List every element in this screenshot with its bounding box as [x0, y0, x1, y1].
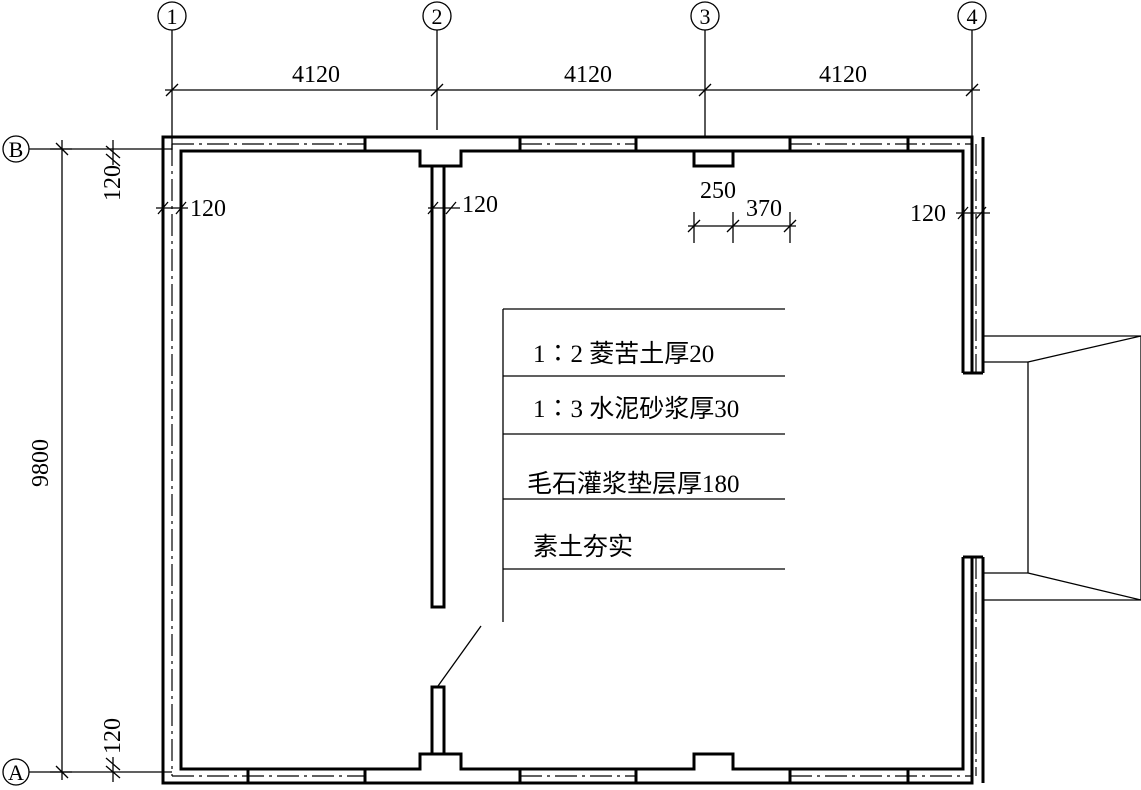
axis-marker-4: 4: [957, 1, 987, 150]
dim-bay-2-3: 4120: [564, 62, 612, 88]
axis-marker-3: 3: [690, 1, 720, 137]
entrance-ramp: [983, 335, 1141, 601]
wall-centre-lines: [171, 143, 977, 777]
dim-depth-total: 9800: [28, 439, 54, 487]
axis-marker-2: 2: [422, 1, 452, 130]
dim-wall-axis4: 120: [910, 201, 946, 227]
axis-label-1: 1: [167, 4, 178, 29]
axis-marker-B: B: [2, 135, 172, 163]
axis-label-4: 4: [967, 4, 978, 29]
top-dimension-chain: 4120 4120 4120: [165, 62, 980, 97]
dim-wall-bottom-offset: 120: [100, 718, 126, 754]
dim-wall-top-offset: 120: [100, 165, 126, 201]
axis-label-3: 3: [700, 4, 711, 29]
floor-layer-3: 毛石灌浆垫层厚180: [527, 470, 740, 498]
dim-pilaster-width: 250: [700, 178, 736, 204]
axis-marker-1: 1: [157, 1, 187, 150]
exterior-walls: [161, 135, 985, 785]
window-openings: [246, 137, 910, 783]
dim-bay-1-2: 4120: [292, 62, 340, 88]
dim-pilaster-depth: 370: [746, 196, 782, 222]
left-dimension-chain: 9800 120 120: [28, 140, 126, 782]
axis-label-B: B: [9, 137, 24, 162]
axis-marker-A: A: [2, 758, 172, 786]
floor-layer-4: 素土夯实: [533, 533, 633, 561]
dim-wall-axis2: 120: [462, 192, 498, 218]
dim-wall-axis1: 120: [190, 196, 226, 222]
wall-thickness-dims: 120 120 120 250 370: [156, 178, 990, 243]
floor-layer-2: 1∶3 水泥砂浆厚30: [533, 395, 739, 423]
interior-partition: [430, 164, 482, 756]
dim-bay-3-4: 4120: [819, 62, 867, 88]
axis-label-A: A: [8, 760, 24, 785]
floor-layer-callout: 1∶2 菱苦土厚20 1∶3 水泥砂浆厚30 毛石灌浆垫层厚180 素土夯实: [502, 308, 785, 622]
axis-label-2: 2: [432, 4, 443, 29]
floor-layer-1: 1∶2 菱苦土厚20: [533, 340, 714, 368]
